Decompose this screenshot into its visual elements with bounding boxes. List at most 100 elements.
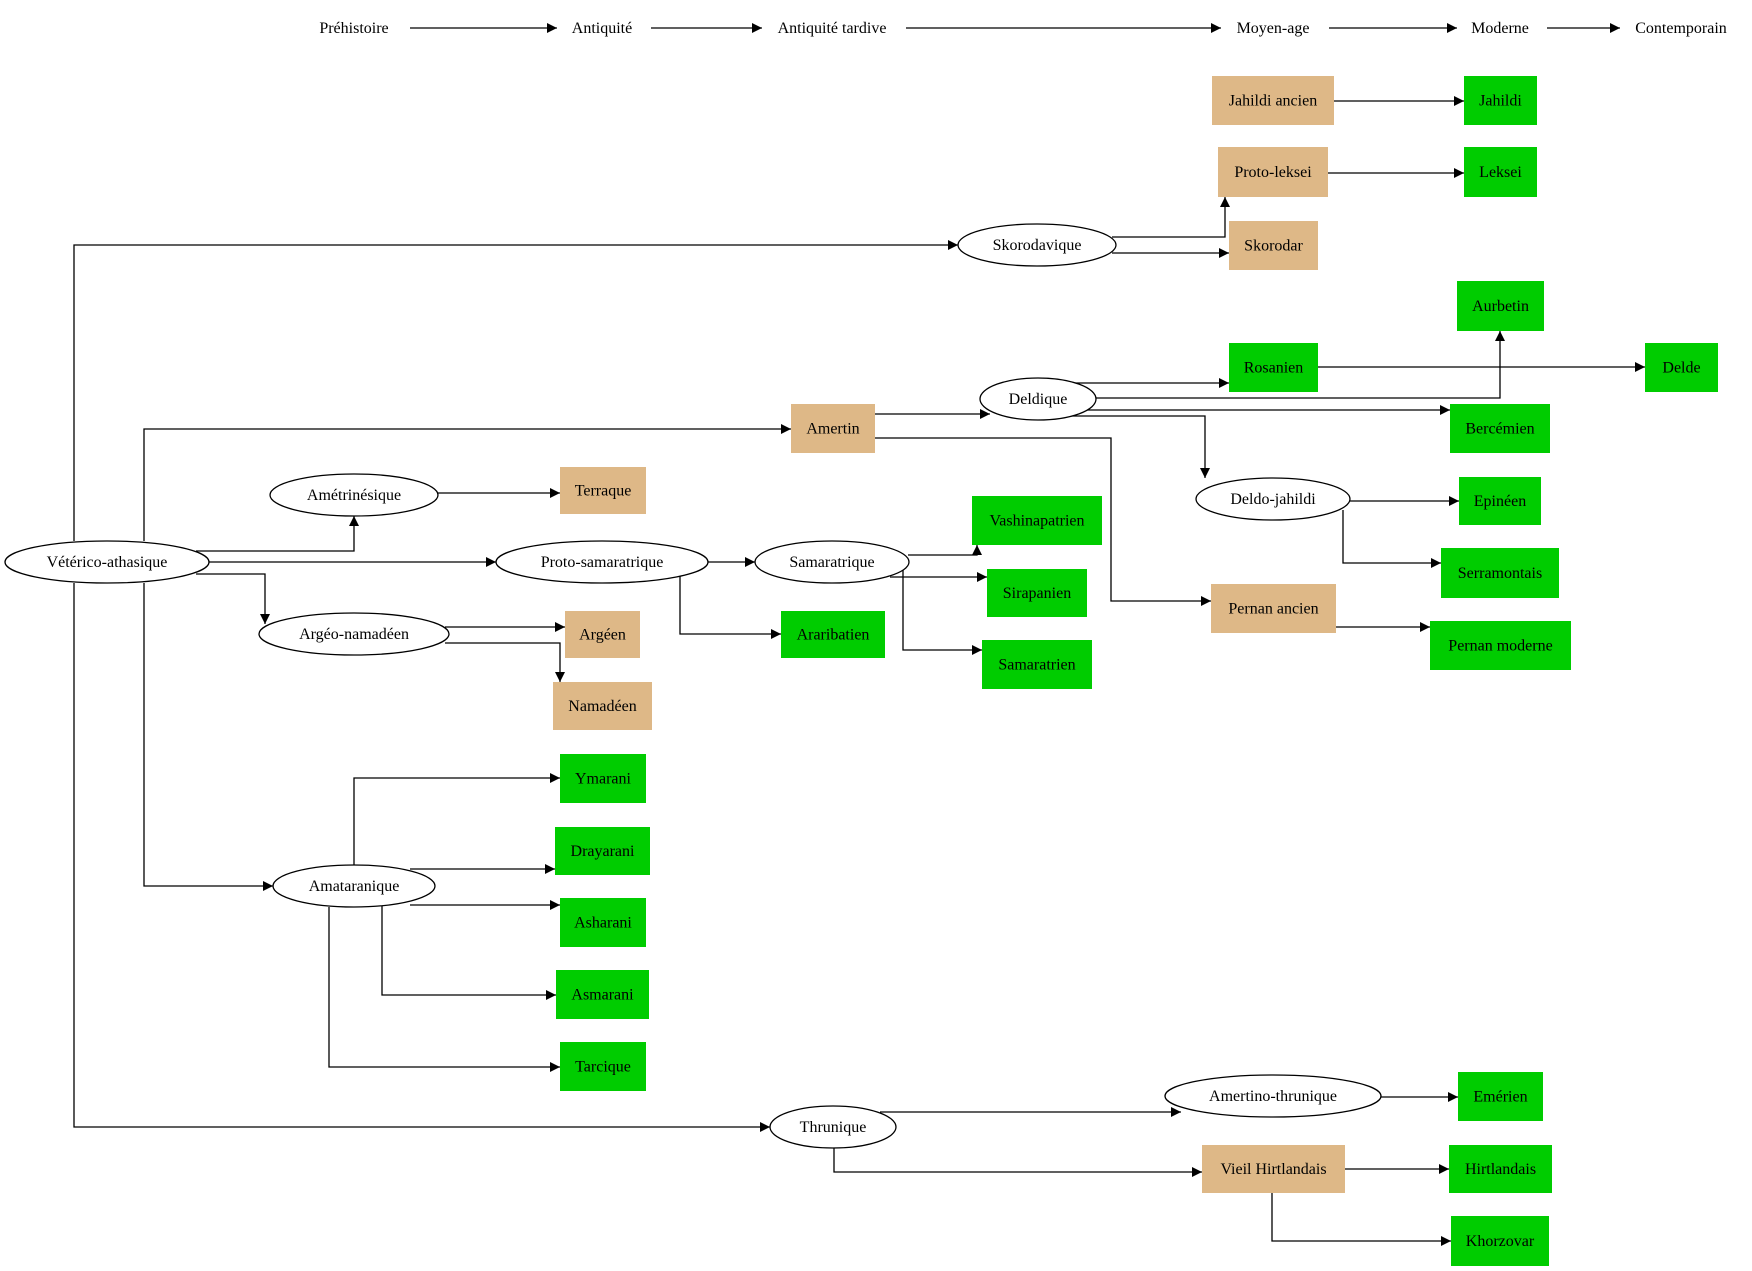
node-label: Rosanien xyxy=(1244,360,1304,377)
node-protoleksei[interactable]: Proto-leksei xyxy=(1218,147,1328,197)
ellipse-shape xyxy=(272,864,436,908)
node-label: Namadéen xyxy=(568,698,636,715)
node-asmarani[interactable]: Asmarani xyxy=(556,970,649,1019)
edge-amataranique-to-asmarani xyxy=(381,906,556,1000)
modern-box-shape xyxy=(1441,548,1559,598)
timeline-period: Moderne xyxy=(1471,20,1529,37)
edge-veterico-to-amertin xyxy=(143,424,791,541)
node-serramontais[interactable]: Serramontais xyxy=(1441,548,1559,598)
node-vieilhirt[interactable]: Vieil Hirtlandais xyxy=(1202,1145,1345,1193)
node-leksei[interactable]: Leksei xyxy=(1464,147,1537,197)
node-delde[interactable]: Delde xyxy=(1645,343,1718,392)
node-label: Vashinapatrien xyxy=(989,513,1084,530)
node-label: Araribatien xyxy=(797,627,870,644)
edge-argeonam-to-namadeen xyxy=(445,642,565,682)
modern-box-shape xyxy=(972,496,1102,545)
node-amertin[interactable]: Amertin xyxy=(791,404,875,453)
modern-box-shape xyxy=(1464,147,1537,197)
timeline-period: Antiquité tardive xyxy=(778,20,887,37)
node-ymarani[interactable]: Ymarani xyxy=(560,754,646,803)
edge-amataranique-to-ymarani xyxy=(353,773,560,865)
node-label: Proto-leksei xyxy=(1234,164,1312,181)
modern-box-shape xyxy=(556,970,649,1019)
node-rosanien[interactable]: Rosanien xyxy=(1229,343,1318,392)
ellipse-shape xyxy=(769,1105,897,1149)
node-pernanmoderne[interactable]: Pernan moderne xyxy=(1430,621,1571,670)
ellipse-shape xyxy=(754,540,910,584)
node-label: Aurbetin xyxy=(1472,298,1529,315)
node-jahildiancien[interactable]: Jahildi ancien xyxy=(1212,76,1334,125)
node-label: Skorodar xyxy=(1244,238,1303,255)
node-label: Amertino-thrunique xyxy=(1209,1088,1337,1105)
ellipse-shape xyxy=(957,223,1117,267)
node-protosam[interactable]: Proto-samaratrique xyxy=(495,540,709,584)
modern-box-shape xyxy=(1459,477,1541,525)
node-label: Vieil Hirtlandais xyxy=(1220,1161,1326,1178)
node-label: Terraque xyxy=(575,483,632,500)
node-label: Argéen xyxy=(579,627,626,644)
node-argeen[interactable]: Argéen xyxy=(565,611,640,658)
node-drayarani[interactable]: Drayarani xyxy=(555,827,650,875)
node-label: Argéo-namadéen xyxy=(299,626,409,643)
node-argeonam[interactable]: Argéo-namadéen xyxy=(258,612,450,656)
modern-box-shape xyxy=(560,1042,646,1091)
node-label: Pernan ancien xyxy=(1228,601,1318,618)
node-label: Tarcique xyxy=(575,1059,631,1076)
node-thrunique[interactable]: Thrunique xyxy=(769,1105,897,1149)
node-asharani[interactable]: Asharani xyxy=(560,898,646,947)
node-terraque[interactable]: Terraque xyxy=(560,467,646,514)
ancient-box-shape xyxy=(560,467,646,514)
node-namadeen[interactable]: Namadéen xyxy=(553,682,652,730)
node-label: Samaratrien xyxy=(998,657,1075,674)
node-label: Sirapanien xyxy=(1003,585,1071,602)
edges xyxy=(73,96,1645,1246)
node-amertinothr[interactable]: Amertino-thrunique xyxy=(1164,1074,1382,1118)
node-jahildi[interactable]: Jahildi xyxy=(1464,76,1537,125)
ellipse-shape xyxy=(1195,477,1351,521)
node-pernanancien[interactable]: Pernan ancien xyxy=(1211,584,1336,633)
node-label: Jahildi ancien xyxy=(1229,93,1317,110)
edge-veterico-to-ametrin xyxy=(196,516,359,552)
node-amataranique[interactable]: Amataranique xyxy=(272,864,436,908)
node-vashina[interactable]: Vashinapatrien xyxy=(972,496,1102,545)
node-tarcique[interactable]: Tarcique xyxy=(560,1042,646,1091)
node-samaratrien[interactable]: Samaratrien xyxy=(982,640,1092,689)
node-skorodar[interactable]: Skorodar xyxy=(1229,221,1318,270)
modern-box-shape xyxy=(1450,404,1550,453)
modern-box-shape xyxy=(1430,621,1571,670)
node-khorzovar[interactable]: Khorzovar xyxy=(1451,1216,1549,1266)
ellipse-shape xyxy=(4,540,210,584)
node-bercemien[interactable]: Bercémien xyxy=(1450,404,1550,453)
node-label: Serramontais xyxy=(1458,565,1542,582)
node-epineen[interactable]: Epinéen xyxy=(1459,477,1541,525)
node-veterico[interactable]: Vétérico-athasique xyxy=(4,540,210,584)
node-skorodavique[interactable]: Skorodavique xyxy=(957,223,1117,267)
edge-veterico-to-amataranique xyxy=(143,583,273,891)
node-deldique[interactable]: Deldique xyxy=(979,377,1097,421)
node-label: Drayarani xyxy=(571,843,636,860)
edge-vieilhirt-to-khorzovar xyxy=(1271,1193,1451,1246)
timeline-period: Moyen-age xyxy=(1237,20,1310,37)
modern-box-shape xyxy=(1645,343,1718,392)
edge-samaratrique-to-samaratrien xyxy=(902,570,982,655)
node-deldojah[interactable]: Deldo-jahildi xyxy=(1195,477,1351,521)
node-araribatien[interactable]: Araribatien xyxy=(781,611,885,658)
modern-box-shape xyxy=(1458,1072,1543,1121)
node-aurbetin[interactable]: Aurbetin xyxy=(1457,281,1544,331)
edge-deldique-to-deldojah xyxy=(1065,415,1210,478)
node-samaratrique[interactable]: Samaratrique xyxy=(754,540,910,584)
timeline-period: Préhistoire xyxy=(319,20,388,37)
node-label: Asharani xyxy=(574,915,632,932)
node-ametrin[interactable]: Amétrinésique xyxy=(269,473,439,517)
edge-protosam-to-araribatien xyxy=(679,576,781,639)
node-label: Ymarani xyxy=(575,771,632,788)
node-hirtlandais[interactable]: Hirtlandais xyxy=(1449,1145,1552,1193)
node-label: Amétrinésique xyxy=(307,487,401,504)
node-emerien[interactable]: Emérien xyxy=(1458,1072,1543,1121)
ellipse-shape xyxy=(495,540,709,584)
edge-deldique-to-aurbetin xyxy=(1096,331,1505,399)
modern-box-shape xyxy=(555,827,650,875)
node-sirapanien[interactable]: Sirapanien xyxy=(987,569,1087,617)
modern-box-shape xyxy=(1464,76,1537,125)
